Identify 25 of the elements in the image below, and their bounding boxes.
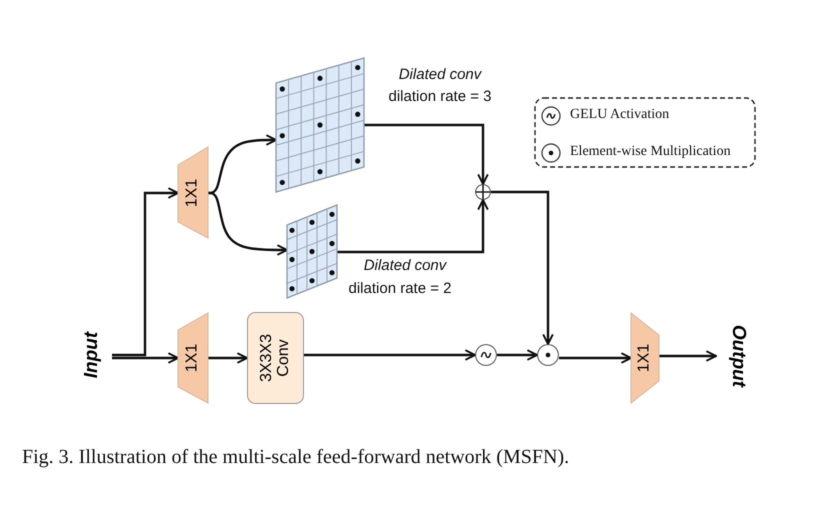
legend-text: GELU Activation [570, 107, 670, 123]
arrow [208, 352, 248, 364]
kernel-caption: dilation rate = 2 [348, 280, 452, 297]
legend-text: Element-wise Multiplication [570, 144, 731, 160]
kernel-caption: Dilated conv [398, 66, 482, 83]
io-label: Output [728, 324, 748, 388]
figure-caption: Fig. 3. Illustration of the multi-scale feed-forward network (MSFN). [22, 446, 570, 469]
layer-label: 3X3X3 Conv [258, 332, 292, 384]
arrow [304, 349, 476, 361]
arrow [364, 124, 489, 185]
arrow [337, 199, 489, 254]
io-label: Input [82, 332, 102, 378]
layer-label: 1X1 [184, 344, 202, 372]
arrow [491, 190, 554, 345]
arrow [659, 350, 717, 362]
layer-label: 1X1 [636, 344, 654, 372]
kernel-caption: Dilated conv [364, 257, 446, 274]
layer-label: 1X1 [184, 178, 202, 207]
arrow [208, 134, 277, 194]
arrow [112, 187, 179, 356]
arrow [208, 192, 288, 256]
kernel-caption: dilation rate = 3 [388, 88, 492, 105]
arrow [112, 352, 179, 364]
arrow [559, 352, 632, 364]
arrow [497, 349, 538, 361]
